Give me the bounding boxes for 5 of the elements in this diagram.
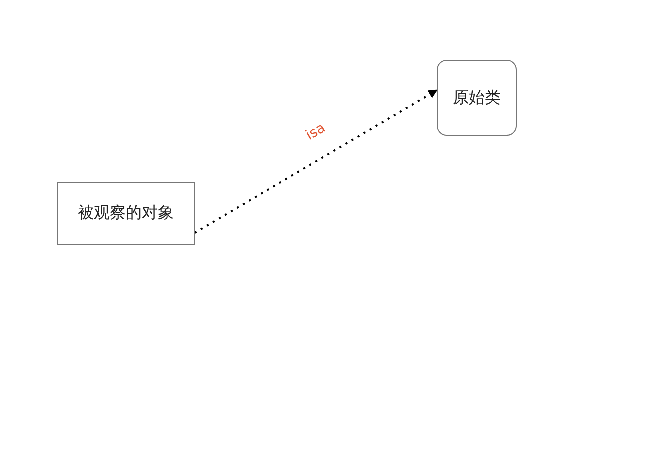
process-box xyxy=(437,60,517,136)
node-text: 原始类 xyxy=(453,88,501,108)
dotted-arrow xyxy=(194,90,438,234)
node-text: 被观察的对象 xyxy=(78,203,174,224)
process-box xyxy=(57,182,195,245)
